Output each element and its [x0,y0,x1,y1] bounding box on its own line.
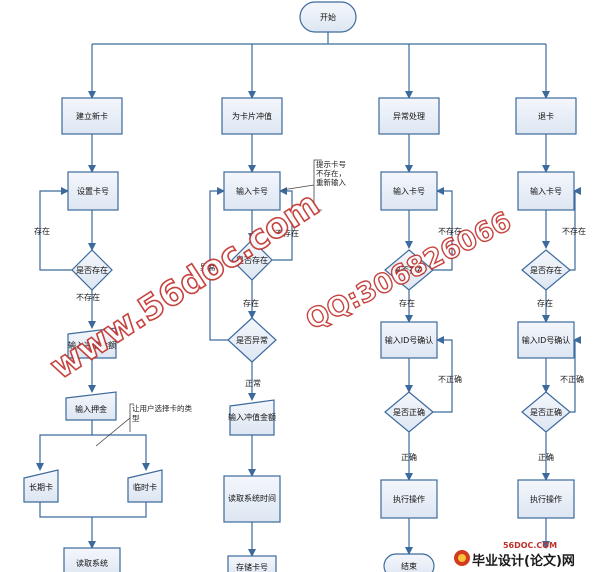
exists-decision-4-label: 是否存在 [530,265,562,275]
input-card-no-2-box [223,171,281,211]
start-label: 开始 [320,12,336,22]
correct-decision-4 [521,391,571,433]
edge-label-abnormal: 异常 [200,263,216,272]
note-prompt-card-missing: 提示卡号不存在，重新输入 [281,159,346,211]
exists-decision-2-label: 是否存在 [236,255,268,265]
exists-decision-2 [231,239,273,281]
note-prompt-card-missing-text: 提示卡号不存在，重新输入 [316,160,346,187]
edge-label-exists-3: 存在 [399,298,415,308]
logo-domain: 56DOC.COM [503,541,557,550]
set-card-no-label: 设置卡号 [77,186,109,196]
input-card-no-3-box [380,171,438,211]
edge-label-incorrect-3: 不正确 [438,374,462,384]
input-card-no-4-label: 输入卡号 [530,186,562,196]
execute-4-label: 执行操作 [530,494,562,504]
logo-badge: 56DOC.COM 毕业设计(论文)网 [454,541,575,569]
end-terminal [383,553,435,572]
confirm-id-4-box [517,321,575,359]
exists-decision-1-label: 是否存在 [76,265,108,275]
read-system-1-box [63,547,121,572]
edge-label-not-exists-4: 不存在 [562,226,586,236]
input-recharge-amount-2-box [229,399,275,436]
edge-label-correct-4: 正确 [538,452,554,462]
note-let-user-choose-text: 让用户选择卡的类型 [132,404,192,423]
refund-box [515,97,577,135]
abnormal-decision [227,317,277,363]
read-system-time-box [223,475,281,523]
recharge-box [221,97,283,135]
edge-label-not-exists-2: 不存在 [275,228,299,238]
edge-label-not-exists-3: 不存在 [438,226,462,236]
exists-decision-3 [384,249,434,291]
logo-text: 毕业设计(论文)网 [472,553,575,569]
store-card-no-label: 存储卡号 [236,562,268,572]
exception-label: 异常处理 [393,111,425,121]
correct-decision-3-label: 是否正确 [393,407,425,417]
input-recharge-amount-2-label: 输入冲值金额 [228,412,276,422]
end-label: 结束 [401,561,417,571]
input-recharge-amount-1-label: 输入冲值金额 [68,340,116,350]
execute-3-label: 执行操作 [393,494,425,504]
connectors [36,32,581,557]
input-recharge-amount-1-box [67,327,117,359]
exists-decision-3-label: 是否存在 [393,265,425,275]
watermark-site: www.56doc.com [43,184,326,387]
long-term-card-box [23,469,59,503]
exception-box [378,97,440,135]
exists-decision-1 [71,249,113,291]
input-deposit-label: 输入押金 [75,404,107,414]
edge-label-exists-1: 存在 [34,226,50,236]
execute-3-box [380,479,438,519]
new-card-box [61,97,123,135]
start-terminal [299,1,357,33]
recharge-label: 为卡片冲值 [232,111,272,121]
input-card-no-3-label: 输入卡号 [393,186,425,196]
confirm-id-3-label: 输入ID号确认 [385,335,434,345]
edge-label-incorrect-4: 不正确 [560,374,584,384]
store-card-no-box [227,555,277,572]
execute-4-box [517,479,575,519]
temp-card-label: 临时卡 [133,482,157,492]
read-system-time-label: 读取系统时间 [228,493,276,503]
edge-label-normal: 正常 [245,379,261,388]
edge-label-exists-4: 存在 [537,298,553,308]
abnormal-decision-label: 是否异常 [236,336,268,345]
confirm-id-4-label: 输入ID号确认 [522,335,571,345]
confirm-id-3-box [380,321,438,359]
long-term-card-label: 长期卡 [29,482,53,492]
input-card-no-2-label: 输入卡号 [236,186,268,196]
correct-decision-4-label: 是否正确 [530,407,562,417]
temp-card-box [127,469,163,503]
edge-label-not-exists-1: 不存在 [76,292,100,302]
edge-label-correct-3: 正确 [401,452,417,462]
input-card-no-4-box [517,171,575,211]
input-deposit-box [65,391,117,421]
exists-decision-4 [521,249,571,291]
refund-label: 退卡 [538,111,554,121]
edge-label-exists-2: 存在 [243,298,259,308]
correct-decision-3 [384,391,434,433]
set-card-no-box [67,171,119,211]
read-system-1-label: 读取系统 [76,558,108,568]
note-let-user-choose: 让用户选择卡的类型 [95,403,192,447]
new-card-label: 建立新卡 [76,111,108,121]
